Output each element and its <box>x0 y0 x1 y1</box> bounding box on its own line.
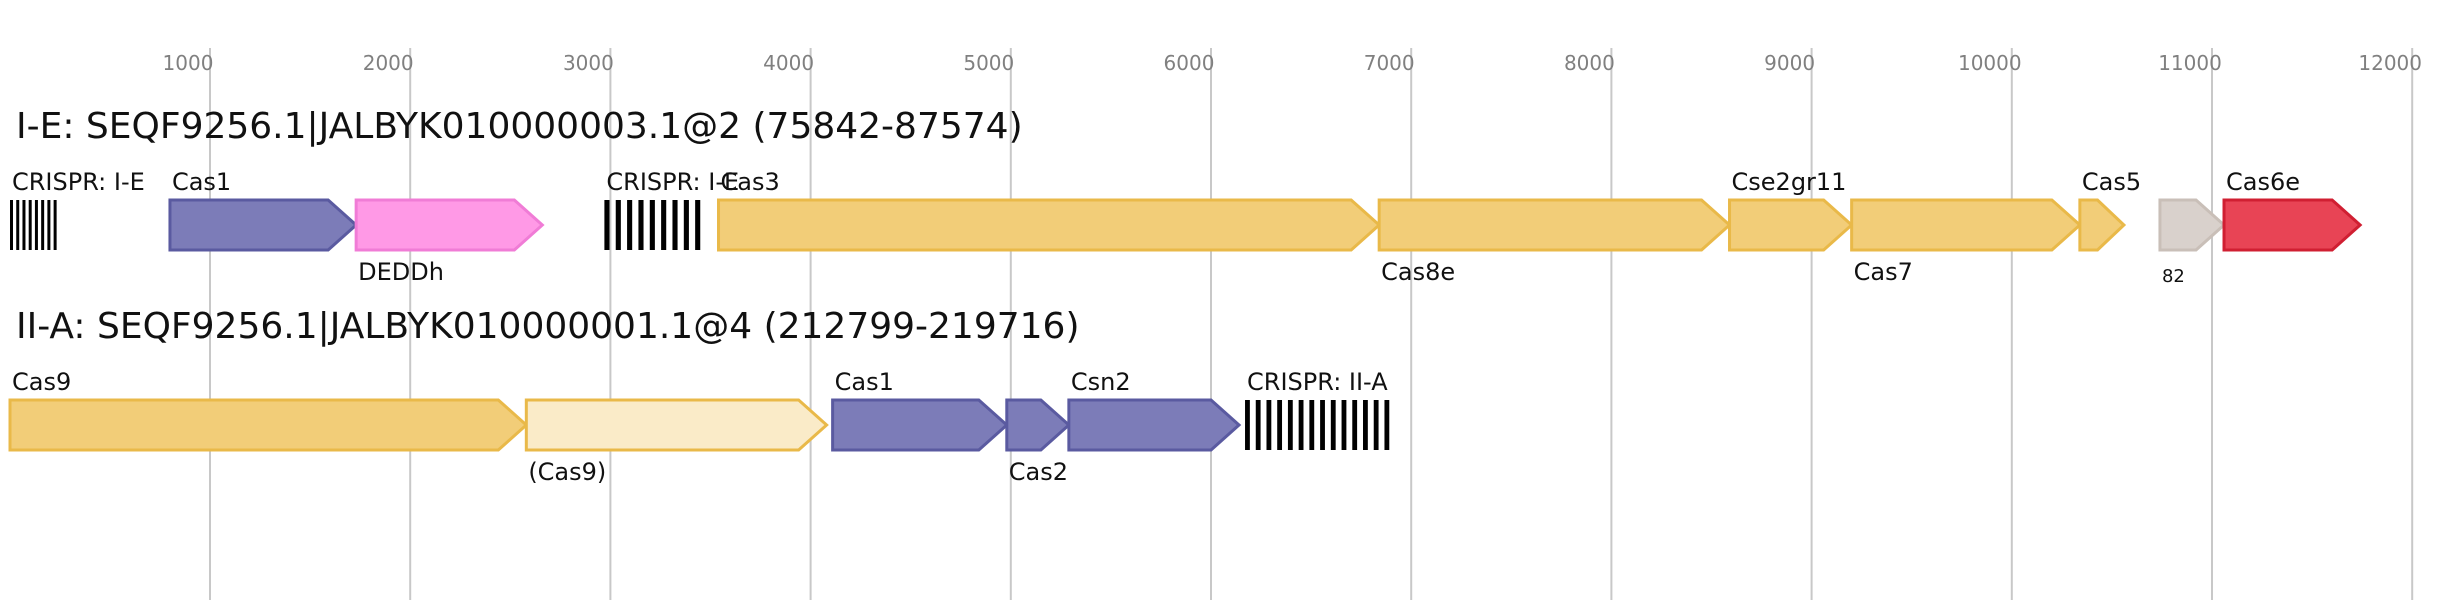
gene-arrow <box>8 398 529 452</box>
gene-arrow <box>1850 198 2083 252</box>
crispr-repeat <box>1266 400 1272 450</box>
gene-label: Cas7 <box>1854 258 1913 286</box>
crispr-label: CRISPR: I-E <box>606 168 739 196</box>
gene-label: Cas2 <box>1009 458 1068 486</box>
crispr-repeat <box>1298 400 1304 450</box>
crispr-repeat <box>638 200 644 250</box>
locus-title: I-E: SEQF9256.1|JALBYK010000003.1@2 (758… <box>16 106 1023 147</box>
tick-label: 10000 <box>1958 51 2022 75</box>
gene-label: DEDDh <box>358 258 444 286</box>
gene-label: Cas8e <box>1381 258 1455 286</box>
tick-label: 11000 <box>2158 51 2222 75</box>
gene-label: Cas1 <box>172 168 231 196</box>
gene-arrow <box>2158 198 2227 252</box>
gene-arrow <box>354 198 545 252</box>
crispr-repeat <box>53 200 57 250</box>
gene-label: Cas3 <box>721 168 780 196</box>
gene-arrow <box>1728 198 1854 252</box>
crispr-repeat <box>10 200 13 250</box>
gene-label: Cas1 <box>835 368 894 396</box>
tick-label: 4000 <box>763 51 814 75</box>
tick-label: 2000 <box>363 51 414 75</box>
crispr-repeat <box>683 200 689 250</box>
crispr-repeat <box>695 200 701 250</box>
gene-arrow <box>168 198 359 252</box>
gene-arrow <box>524 398 829 452</box>
crispr-repeat <box>1287 400 1293 450</box>
crispr-repeat <box>661 200 667 250</box>
crispr-repeat <box>1363 400 1368 450</box>
crispr-repeat <box>34 200 38 250</box>
crispr-repeat <box>627 200 633 250</box>
crispr-repeat <box>604 200 610 250</box>
crispr-array <box>604 200 701 250</box>
gene-label: Cse2gr11 <box>1732 168 1847 196</box>
gene-arrow <box>717 198 1382 252</box>
tick-label: 6000 <box>1164 51 1215 75</box>
crispr-repeat <box>1341 400 1347 450</box>
tick-label: 3000 <box>563 51 614 75</box>
loci-tracks: I-E: SEQF9256.1|JALBYK010000003.1@2 (758… <box>8 106 2363 486</box>
crispr-label: CRISPR: II-A <box>1247 368 1388 396</box>
coordinate-axis: 1000 2000 3000 4000 5000 6000 7000 8000 9000 1000… <box>163 48 2422 600</box>
crispr-repeat <box>1320 400 1325 450</box>
tick-label: 5000 <box>963 51 1014 75</box>
crispr-repeat <box>1352 400 1358 450</box>
tick-label: 7000 <box>1364 51 1415 75</box>
gene-arrow <box>1377 198 1732 252</box>
gene-label: Cas6e <box>2226 168 2300 196</box>
crispr-repeat <box>1277 400 1283 450</box>
crispr-repeat <box>28 200 32 250</box>
tick-label: 9000 <box>1764 51 1815 75</box>
crispr-repeat <box>672 200 678 250</box>
gene-label: Csn2 <box>1071 368 1131 396</box>
gene-arrow <box>2078 198 2127 252</box>
locus-title: II-A: SEQF9256.1|JALBYK010000001.1@4 (21… <box>16 306 1080 347</box>
locus-track: II-A: SEQF9256.1|JALBYK010000001.1@4 (21… <box>8 306 1390 486</box>
crispr-repeat <box>615 200 621 250</box>
crispr-array <box>1245 400 1390 450</box>
crispr-label: CRISPR: I-E <box>12 168 145 196</box>
tick-label: 8000 <box>1564 51 1615 75</box>
gene-arrow <box>1067 398 1242 452</box>
crispr-repeat <box>1373 400 1379 450</box>
locus-track: I-E: SEQF9256.1|JALBYK010000003.1@2 (758… <box>10 106 2363 287</box>
crispr-repeat <box>1255 400 1261 450</box>
crispr-array <box>10 200 57 250</box>
gene-arrow <box>2222 198 2363 252</box>
crispr-repeat <box>1309 400 1315 450</box>
tick-label: 12000 <box>2358 51 2422 75</box>
crispr-repeat <box>1330 400 1336 450</box>
gene-arrow <box>831 398 1010 452</box>
gene-label: Cas5 <box>2082 168 2141 196</box>
gene-label: Cas9 <box>12 368 71 396</box>
crispr-repeat <box>1384 400 1390 450</box>
crispr-repeat <box>47 200 51 250</box>
crispr-repeat <box>22 200 26 250</box>
crispr-repeat <box>41 200 45 250</box>
gene-arrow <box>1005 398 1072 452</box>
gene-label: 82 <box>2162 266 2185 287</box>
crispr-repeat <box>1245 400 1250 450</box>
gene-label: (Cas9) <box>528 458 606 486</box>
crispr-repeat <box>16 200 20 250</box>
crispr-repeat <box>649 200 655 250</box>
tick-label: 1000 <box>163 51 214 75</box>
